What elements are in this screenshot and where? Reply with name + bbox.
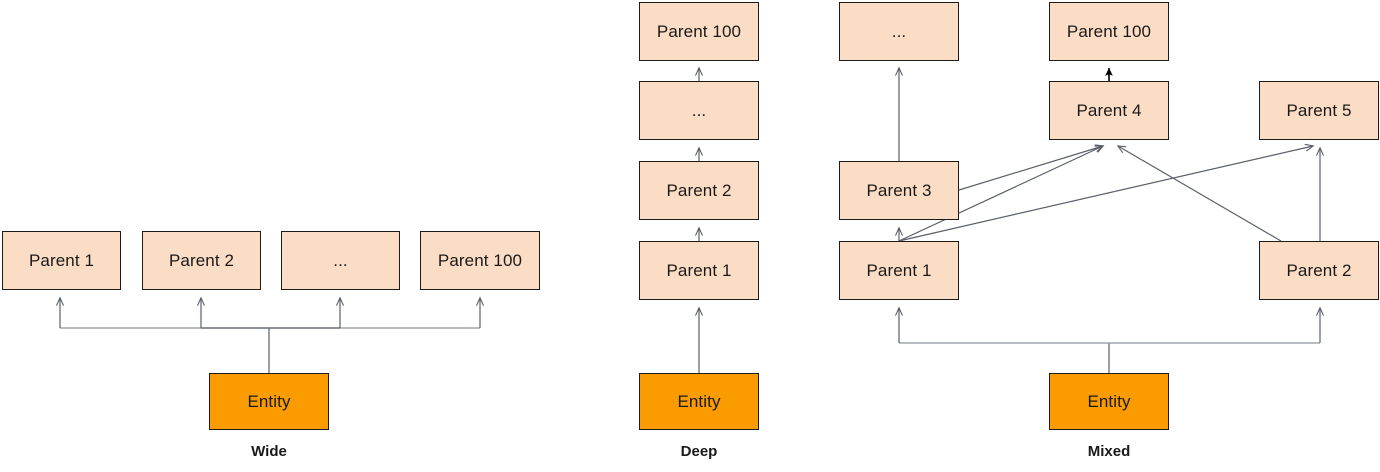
- group-label-mixed: Mixed: [1049, 443, 1169, 460]
- node-label: Parent 1: [866, 260, 932, 280]
- node-label: Entity: [247, 391, 291, 411]
- node-wide-parent-1[interactable]: Parent 1: [2, 231, 121, 290]
- node-label: Entity: [677, 391, 721, 411]
- node-mixed-entity[interactable]: Entity: [1049, 373, 1169, 430]
- group-label-text: Wide: [251, 443, 287, 460]
- node-label: Parent 3: [866, 180, 932, 200]
- node-mixed-parent-3[interactable]: Parent 3: [839, 161, 959, 220]
- node-mixed-parent-100[interactable]: Parent 100: [1049, 2, 1169, 61]
- node-label: ...: [691, 100, 707, 120]
- node-label: Parent 100: [437, 250, 523, 270]
- node-mixed-ellipsis[interactable]: ...: [839, 2, 959, 61]
- group-label-text: Mixed: [1087, 443, 1131, 460]
- edge-mixed-parent2-parent4: [1116, 145, 1282, 242]
- edge-wide-bus: [60, 327, 480, 373]
- node-label: ...: [333, 250, 348, 270]
- edge-mixed-parent1-parent5: [898, 143, 1315, 242]
- node-mixed-parent-1[interactable]: Parent 1: [839, 241, 959, 300]
- edge-mixed-bus: [899, 342, 1320, 373]
- node-deep-parent-2[interactable]: Parent 2: [639, 161, 759, 220]
- node-wide-parent-100[interactable]: Parent 100: [420, 231, 540, 290]
- node-label: Parent 2: [1286, 260, 1352, 280]
- node-label: Entity: [1087, 391, 1131, 411]
- node-mixed-parent-4[interactable]: Parent 4: [1049, 81, 1169, 140]
- node-wide-ellipsis[interactable]: ...: [281, 231, 400, 290]
- group-label-text: Deep: [680, 443, 718, 460]
- node-deep-ellipsis[interactable]: ...: [639, 81, 759, 140]
- node-label: Parent 4: [1076, 100, 1142, 120]
- node-label: Parent 100: [1066, 21, 1152, 41]
- node-deep-parent-100[interactable]: Parent 100: [639, 2, 759, 61]
- node-label: ...: [891, 21, 907, 41]
- node-label: Parent 2: [666, 180, 732, 200]
- node-deep-entity[interactable]: Entity: [639, 373, 759, 430]
- node-mixed-parent-5[interactable]: Parent 5: [1259, 81, 1379, 140]
- node-label: Parent 5: [1286, 100, 1352, 120]
- node-label: Parent 2: [168, 250, 235, 270]
- node-wide-entity[interactable]: Entity: [209, 373, 329, 430]
- node-label: Parent 1: [28, 250, 95, 270]
- node-deep-parent-1[interactable]: Parent 1: [639, 241, 759, 300]
- node-wide-parent-2[interactable]: Parent 2: [142, 231, 261, 290]
- edge-mixed-parent1-parent4: [898, 145, 1105, 242]
- edge-mixed-parent3-parent4: [958, 144, 1105, 191]
- group-label-deep: Deep: [639, 443, 759, 460]
- node-label: Parent 1: [666, 260, 732, 280]
- node-mixed-parent-2[interactable]: Parent 2: [1259, 241, 1379, 300]
- group-label-wide: Wide: [209, 443, 329, 460]
- node-label: Parent 100: [656, 21, 742, 41]
